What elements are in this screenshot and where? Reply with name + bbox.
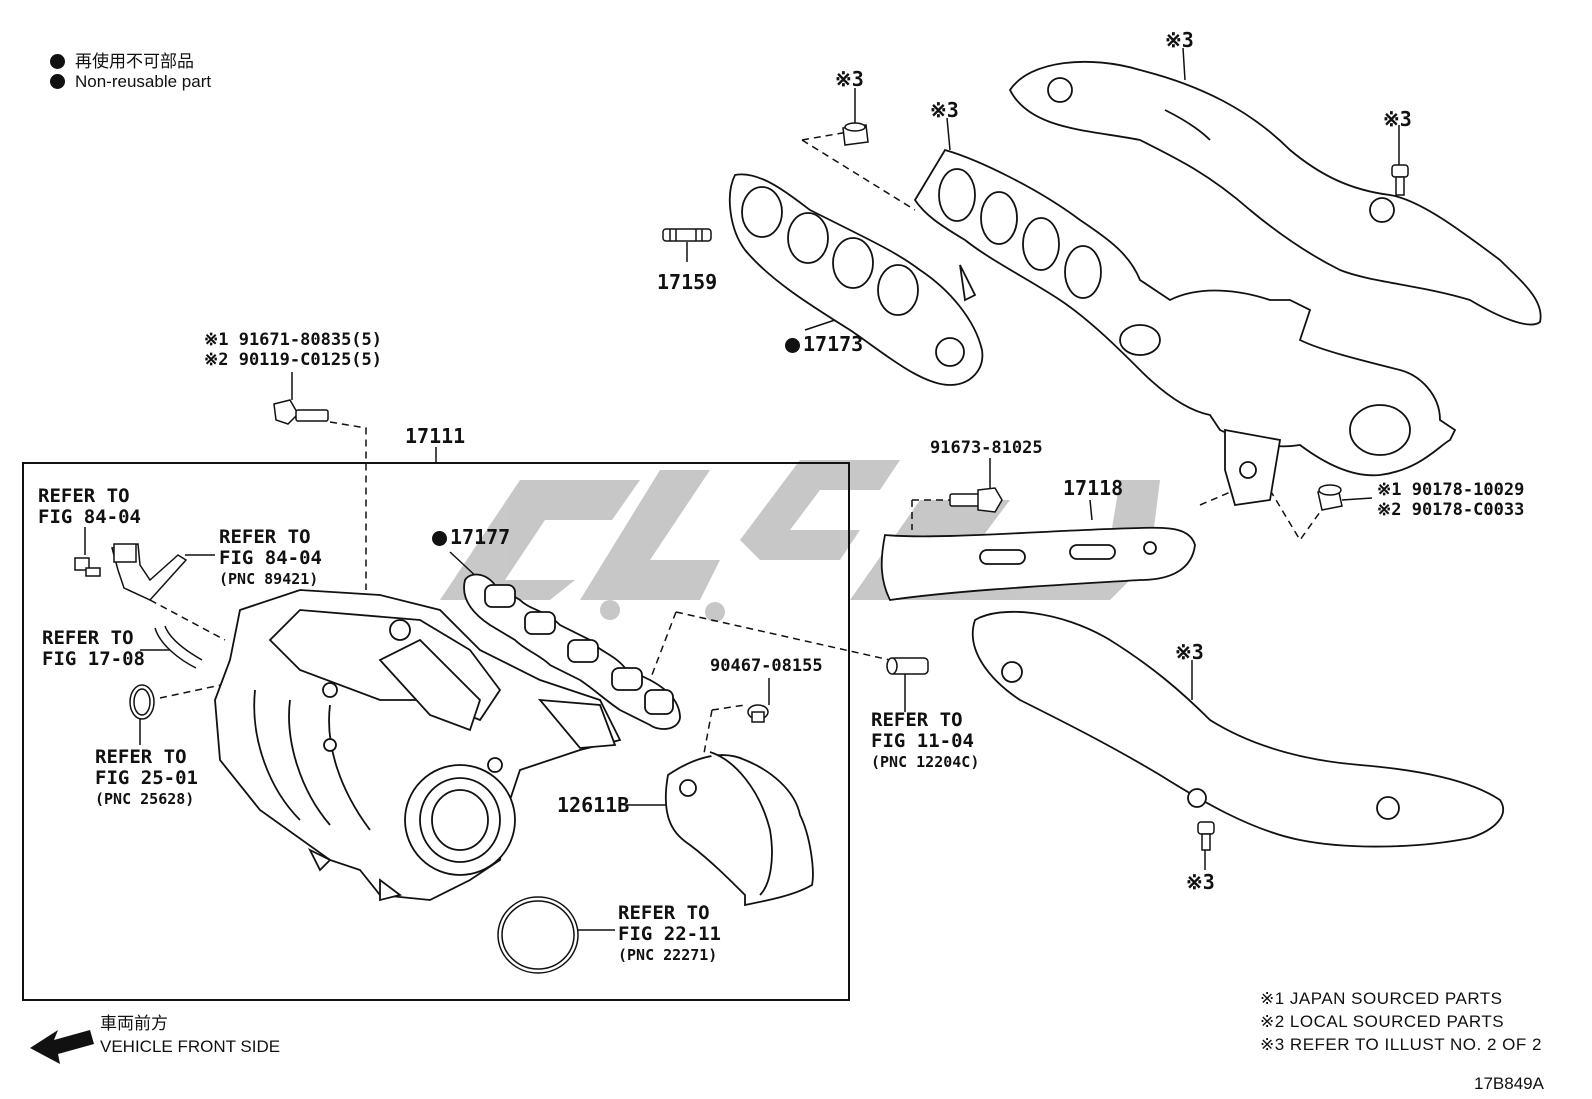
refer-fig-17-08[interactable]: REFER TO FIG 17-08	[42, 627, 145, 670]
part-number-17111[interactable]: 17111	[405, 424, 466, 448]
intake-manifold-17111	[214, 589, 622, 902]
bracket-17118	[880, 526, 1196, 601]
part-number-17173[interactable]: 17173	[785, 332, 863, 356]
bolt-91673	[949, 487, 1003, 513]
sensor-ref-11-04	[886, 657, 929, 675]
non-reusable-dot-icon	[785, 338, 800, 353]
clip-90467	[747, 704, 769, 723]
part-number-91673-81025[interactable]: 91673-81025	[930, 438, 1043, 458]
refer-fig-84-04-a[interactable]: REFER TO FIG 84-04	[38, 485, 141, 528]
part-number-90467-08155[interactable]: 90467-08155	[710, 656, 823, 676]
label-ref3: ※3	[1383, 107, 1412, 131]
nut-90178	[1317, 484, 1343, 511]
hose-ref-17-08	[154, 625, 203, 669]
ring-ref-22-11	[497, 896, 579, 974]
gasket-17177	[463, 573, 681, 730]
watermark-logo	[440, 460, 1160, 622]
part-number-12611b[interactable]: 12611B	[557, 793, 630, 817]
label-ref3: ※3	[1165, 28, 1194, 52]
ring-ref-25-01	[129, 684, 155, 720]
direction-en: VEHICLE FRONT SIDE	[100, 1037, 281, 1056]
legend-non-reusable-jp: 再使用不可部品	[50, 47, 194, 72]
bolt-ref3-bottom	[1197, 821, 1215, 851]
nut-note-2[interactable]: ※2 90178-C0033	[1377, 500, 1525, 520]
gasket-17173	[728, 173, 984, 386]
illustration-id: 17B849A	[1474, 1074, 1544, 1093]
footnote-3: ※3 REFER TO ILLUST NO. 2 OF 2	[1260, 1035, 1542, 1054]
label-ref3: ※3	[1175, 640, 1204, 664]
legend-non-reusable-en: Non-reusable part	[50, 72, 211, 92]
refer-fig-11-04[interactable]: REFER TO FIG 11-04 (PNC 12204C)	[871, 709, 980, 772]
footnotes: ※1 JAPAN SOURCED PARTS ※2 LOCAL SOURCED …	[1260, 987, 1542, 1056]
vehicle-front-arrow	[30, 1030, 94, 1064]
footnote-1: ※1 JAPAN SOURCED PARTS	[1260, 989, 1503, 1008]
non-reusable-dot-icon	[432, 531, 447, 546]
dashed-leaders	[149, 131, 1326, 776]
nut-top	[842, 122, 869, 146]
part-number-17118[interactable]: 17118	[1063, 476, 1124, 500]
non-reusable-dot-icon	[50, 54, 65, 69]
bolt-91671	[273, 399, 329, 425]
bolt-ref3-top	[1391, 164, 1409, 196]
insulator-12611b	[664, 751, 814, 907]
bolt-note-2[interactable]: ※2 90119-C0125(5)	[204, 350, 383, 370]
label-ref3: ※3	[835, 67, 864, 91]
bolt-note-1[interactable]: ※1 91671-80835(5)	[204, 330, 383, 350]
heat-insulator-lower	[971, 610, 1505, 848]
non-reusable-dot-icon	[50, 74, 65, 89]
stud-17159	[662, 228, 712, 242]
sensor-left	[74, 543, 188, 601]
direction-jp: 車両前方	[100, 1014, 168, 1033]
part-number-17177[interactable]: 17177	[432, 525, 510, 549]
refer-fig-84-04-b[interactable]: REFER TO FIG 84-04 (PNC 89421)	[219, 526, 322, 589]
refer-fig-22-11[interactable]: REFER TO FIG 22-11 (PNC 22271)	[618, 902, 721, 965]
label-ref3: ※3	[1186, 870, 1215, 894]
exhaust-manifold	[913, 148, 1457, 507]
heat-insulator-upper	[1008, 60, 1542, 326]
nut-note-1[interactable]: ※1 90178-10029	[1377, 480, 1525, 500]
footnote-2: ※2 LOCAL SOURCED PARTS	[1260, 1012, 1505, 1031]
refer-fig-25-01[interactable]: REFER TO FIG 25-01 (PNC 25628)	[95, 746, 198, 809]
label-ref3: ※3	[930, 98, 959, 122]
part-number-17159[interactable]: 17159	[657, 270, 718, 294]
